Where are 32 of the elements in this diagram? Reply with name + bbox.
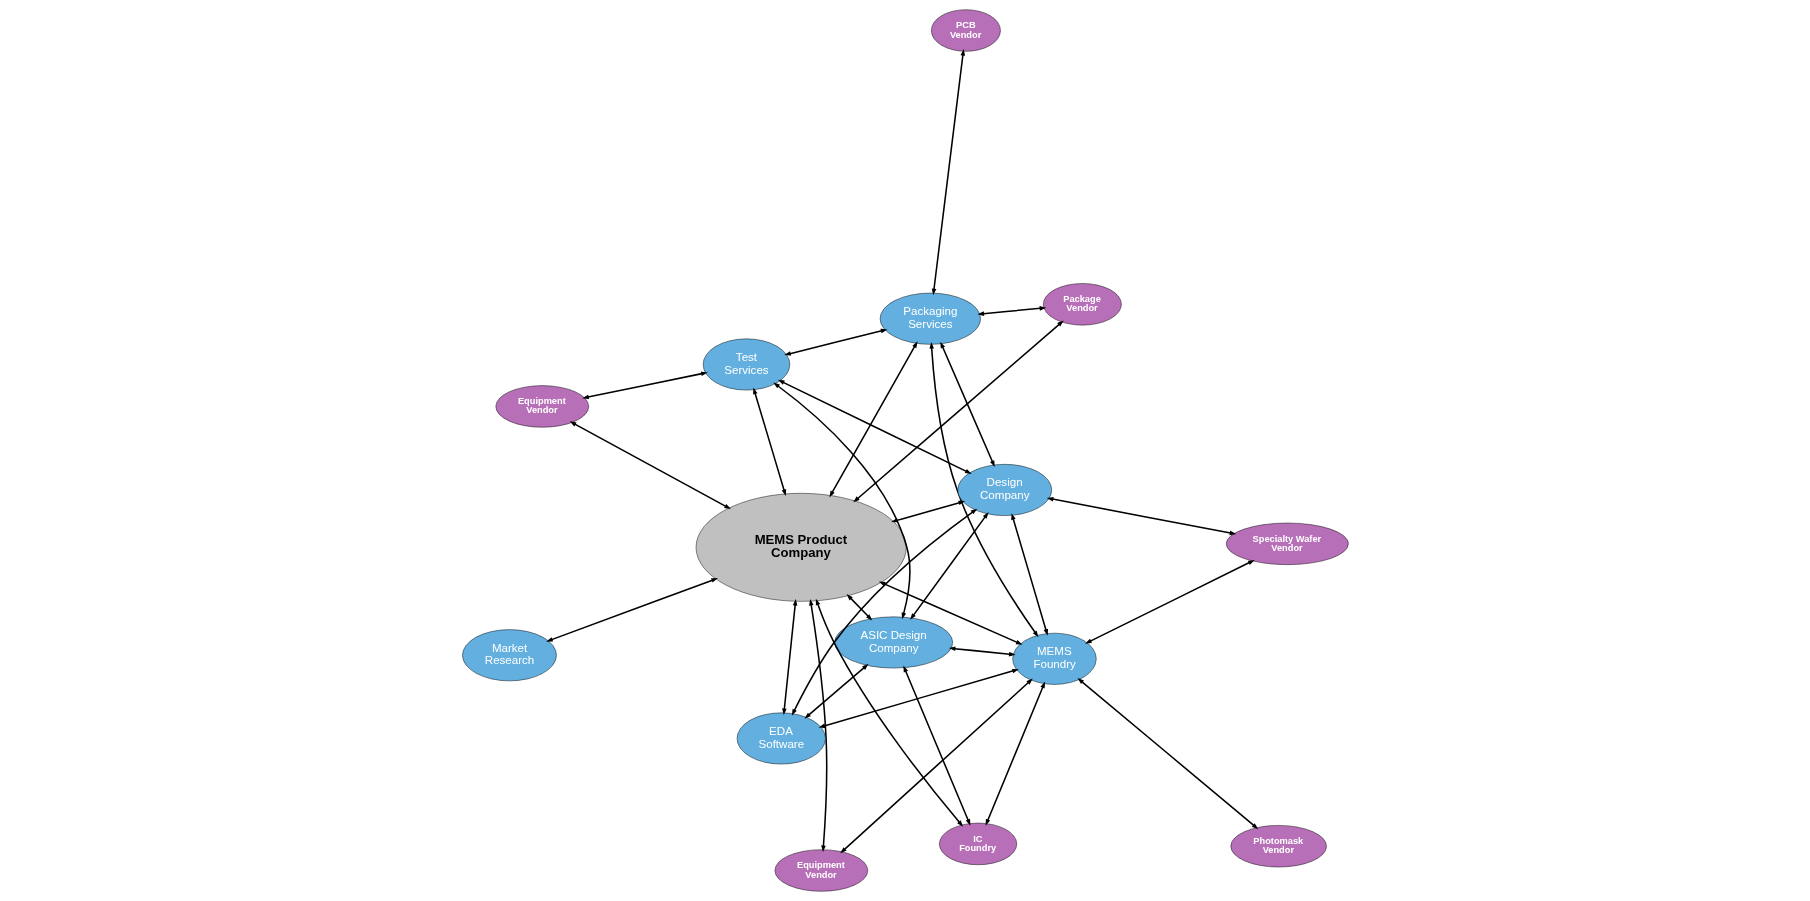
arrow — [931, 48, 965, 296]
arrow — [1077, 678, 1258, 830]
arrow — [902, 665, 970, 826]
arrow — [803, 663, 869, 719]
arrow — [909, 512, 989, 620]
node-ellipse: PCB Vendor — [930, 9, 1001, 52]
arrow — [839, 678, 1033, 854]
arrow — [783, 328, 887, 356]
arrow — [777, 379, 972, 474]
arrow — [852, 320, 1064, 503]
arrow — [985, 681, 1045, 826]
arrow — [581, 371, 708, 400]
arrow — [791, 508, 977, 716]
arrow — [1046, 496, 1236, 536]
arrow — [828, 341, 918, 498]
arrow — [846, 594, 872, 621]
arrow — [939, 341, 995, 468]
arrow — [772, 382, 911, 620]
node-ellipse: Market Research — [461, 629, 557, 682]
arrow — [569, 421, 731, 510]
arrow — [781, 599, 797, 716]
arrow — [818, 668, 1019, 728]
arrow — [808, 598, 827, 853]
arrow — [1010, 513, 1048, 636]
arrow — [976, 306, 1046, 316]
arrow — [948, 646, 1016, 657]
arrow — [928, 342, 1038, 638]
arrow — [545, 578, 718, 642]
arrow — [878, 581, 1023, 645]
arrow — [752, 387, 786, 497]
arrow — [1084, 559, 1255, 644]
arrow — [815, 598, 963, 827]
